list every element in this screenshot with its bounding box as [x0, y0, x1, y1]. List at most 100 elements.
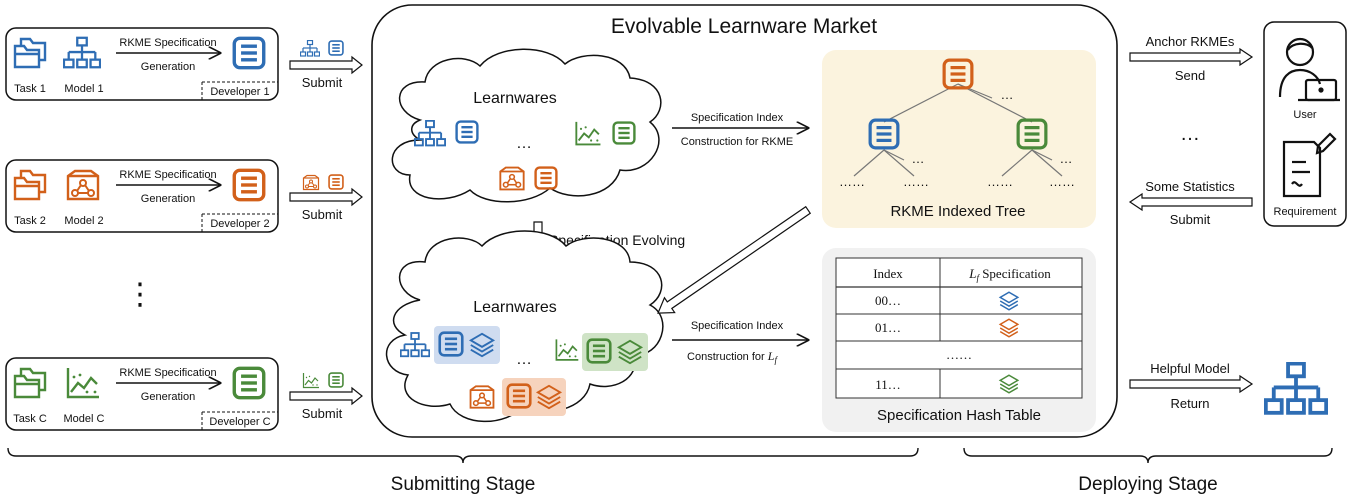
task-label: Task 2 — [14, 215, 46, 227]
index-top-line2: Construction for RKME — [681, 136, 793, 148]
right-ellipsis: … — [1180, 123, 1200, 145]
graph-box-icon — [66, 169, 100, 201]
helpful-model-label: Helpful Model — [1150, 361, 1230, 376]
model-label: Model C — [64, 413, 105, 425]
tree-dots: … — [912, 151, 925, 166]
submit-arrow — [289, 187, 363, 207]
deploying-stage-brace — [963, 447, 1333, 464]
specification-doc-icon — [328, 372, 344, 388]
index-bottom-line2: Construction for Lf — [687, 349, 778, 365]
submit-label: Submit — [302, 75, 343, 90]
rkme-tree-panel — [822, 50, 1096, 228]
hierarchy-icon — [63, 36, 101, 69]
submit-1: Submit — [289, 40, 363, 90]
hash-header-index: Index — [873, 266, 903, 281]
requirement-label: Requirement — [1274, 206, 1337, 218]
cloud-bottom-title: Learnwares — [473, 299, 557, 316]
chart-icon — [302, 372, 320, 389]
learnware-ellipsis: … — [516, 135, 532, 152]
learnware-ellipsis: … — [516, 351, 532, 368]
hash-table — [835, 257, 1083, 399]
market-container — [371, 4, 1118, 438]
generation-label: Generation — [141, 391, 195, 403]
developer-row-1: Task 1 Model 1 RKME Specification Genera… — [5, 27, 279, 101]
return-label: Return — [1170, 396, 1209, 411]
hash-row-index: 11… — [875, 377, 901, 392]
tree-edges — [853, 83, 1063, 177]
user-label: User — [1293, 109, 1317, 121]
developer-card — [5, 159, 279, 233]
tree-leaf-dots: …… — [1049, 174, 1075, 189]
task-label: Task C — [13, 413, 47, 425]
developer-tag-border — [201, 81, 278, 100]
developer-label: Developer 2 — [210, 218, 269, 230]
developer-label: Developer 1 — [210, 86, 269, 98]
task-label: Task 1 — [14, 83, 46, 95]
task-folder-icon — [13, 367, 47, 399]
index-top-line1: Specification Index — [691, 112, 784, 124]
anchor-label: Anchor RKMEs — [1146, 34, 1235, 49]
rkme-spec-label: RKME Specification — [119, 169, 216, 181]
hash-row-index: 00… — [875, 293, 901, 308]
developer-tag-border — [201, 213, 278, 232]
submit-label: Submit — [302, 406, 343, 421]
task-folder-icon — [13, 169, 47, 201]
specification-doc-icon — [328, 40, 344, 56]
submit-label: Submit — [302, 207, 343, 222]
model-label: Model 1 — [64, 83, 103, 95]
developer-row-2: Task 2 Model 2 RKME Specification Genera… — [5, 159, 279, 233]
deploying-stage-label: Deploying Stage — [1078, 474, 1217, 495]
graph-box-icon — [302, 174, 320, 191]
submit-arrow — [289, 55, 363, 75]
developer-card — [5, 357, 279, 431]
chart-icon — [66, 366, 101, 399]
tree-leaf-dots: …… — [987, 174, 1013, 189]
market-title: Evolvable Learnware Market — [611, 15, 877, 38]
submitting-stage-label: Submitting Stage — [391, 474, 536, 495]
specification-doc-icon — [232, 36, 266, 70]
anchor-arrow — [1129, 47, 1254, 67]
learnware-cloud-top — [391, 48, 662, 203]
tree-dots: … — [1060, 151, 1073, 166]
returned-model-hierarchy-icon — [1264, 362, 1328, 415]
tree-to-cloud-arrow — [657, 205, 812, 314]
hash-header-spec: Lf Specification — [968, 266, 1051, 283]
cloud-top-title: Learnwares — [473, 90, 557, 107]
hash-table-title: Specification Hash Table — [877, 407, 1041, 424]
submit-2: Submit — [289, 174, 363, 222]
tree-dots: … — [1001, 87, 1014, 102]
statistics-label: Some Statistics — [1145, 179, 1235, 194]
specification-doc-icon — [232, 168, 266, 202]
tree-title: RKME Indexed Tree — [890, 203, 1025, 220]
tree-leaf-dots: …… — [903, 174, 929, 189]
submit-3: Submit — [289, 372, 363, 421]
hash-row-ellipsis: …… — [946, 347, 972, 362]
specification-doc-icon — [328, 174, 344, 190]
task-folder-icon — [13, 37, 47, 69]
index-bottom-line1: Specification Index — [691, 320, 784, 332]
send-label: Send — [1175, 68, 1205, 83]
developer-card — [5, 27, 279, 101]
developer-label: Developer C — [209, 416, 270, 428]
hierarchy-icon — [300, 40, 320, 57]
hash-row-index: 01… — [875, 320, 901, 335]
user-card — [1263, 21, 1347, 227]
model-label: Model 2 — [64, 215, 103, 227]
developer-tag-border — [201, 411, 278, 430]
vertical-ellipsis: ⋮ — [125, 278, 155, 311]
requirement-icon — [1282, 132, 1337, 198]
submitting-stage-brace — [7, 447, 919, 464]
rkme-spec-label: RKME Specification — [119, 367, 216, 379]
submit-arrow — [289, 386, 363, 406]
rkme-spec-label: RKME Specification — [119, 37, 216, 49]
statistics-submit-label: Submit — [1170, 212, 1211, 227]
statistics-arrow — [1128, 192, 1253, 212]
helpful-model-arrow — [1129, 374, 1254, 394]
tree-leaf-dots: …… — [839, 174, 865, 189]
specification-doc-icon — [232, 366, 266, 400]
developer-row-3: Task C Model C RKME Specification Genera… — [5, 357, 279, 431]
user-icon — [1278, 37, 1340, 102]
generation-label: Generation — [141, 61, 195, 73]
generation-label: Generation — [141, 193, 195, 205]
